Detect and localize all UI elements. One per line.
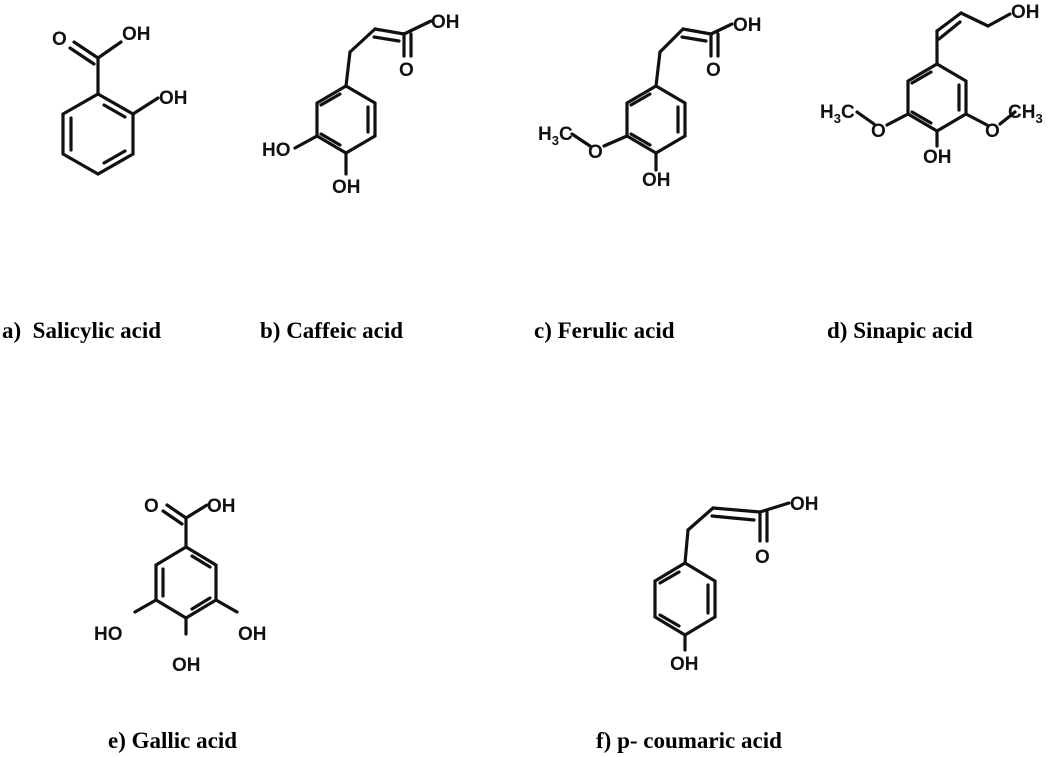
bond bbox=[935, 11, 963, 33]
atom-methyl: H3C bbox=[820, 102, 855, 126]
bond bbox=[653, 561, 717, 637]
bond bbox=[625, 84, 687, 155]
bond bbox=[658, 27, 685, 54]
bond bbox=[570, 132, 592, 148]
molecule-ferulic-acid: OH O O H3C OH bbox=[538, 15, 762, 191]
caption-caffeic-acid: b) Caffeic acid bbox=[260, 318, 404, 343]
bond bbox=[998, 110, 1017, 126]
bond bbox=[959, 11, 990, 28]
bond bbox=[161, 509, 184, 526]
bond bbox=[102, 149, 127, 165]
bond bbox=[348, 27, 377, 54]
bond bbox=[190, 596, 212, 611]
bond bbox=[402, 19, 433, 36]
atom-oxygen: O bbox=[985, 121, 1000, 142]
bond bbox=[711, 506, 762, 514]
bond bbox=[72, 40, 100, 60]
bond bbox=[629, 132, 652, 147]
atom-methyl: H3C bbox=[538, 124, 573, 148]
atom-hydroxyl: OH bbox=[923, 147, 952, 168]
bond bbox=[758, 501, 791, 514]
bond bbox=[165, 503, 188, 520]
bond bbox=[184, 503, 209, 520]
bond bbox=[315, 84, 377, 155]
atom-oxygen: O bbox=[52, 29, 67, 50]
atom-hydroxyl: OH bbox=[790, 494, 819, 515]
atom-hydroxyl: OH bbox=[431, 12, 460, 33]
atom-hydroxyl: OH bbox=[159, 88, 188, 109]
caption-salicylic-acid: a) Salicylic acid bbox=[2, 318, 162, 343]
bond bbox=[710, 514, 756, 522]
bond bbox=[937, 20, 962, 41]
atom-hydroxyl: OH bbox=[642, 170, 671, 191]
bond bbox=[654, 50, 662, 88]
atom-hydroxyl: OH bbox=[172, 655, 201, 676]
atom-hydroxyl: OH bbox=[207, 496, 236, 517]
bond bbox=[373, 27, 406, 36]
molecule-salicylic-acid: O OH OH bbox=[52, 24, 188, 176]
bond bbox=[686, 506, 715, 532]
atom-oxygen: O bbox=[399, 60, 414, 81]
bond bbox=[680, 35, 708, 43]
bond bbox=[293, 134, 319, 150]
atom-oxygen: O bbox=[755, 547, 770, 568]
atom-hydroxyl: HO bbox=[262, 140, 291, 161]
bond bbox=[658, 613, 681, 628]
atom-oxygen: O bbox=[588, 142, 603, 163]
bond bbox=[964, 112, 989, 127]
bond bbox=[344, 50, 352, 88]
bond bbox=[102, 103, 127, 119]
bond bbox=[319, 132, 342, 147]
atom-oxygen: O bbox=[871, 121, 886, 142]
bond bbox=[910, 110, 933, 125]
bond bbox=[986, 12, 1012, 28]
caption-gallic-acid: e) Gallic acid bbox=[108, 728, 238, 753]
bond bbox=[131, 96, 160, 116]
bond bbox=[910, 70, 933, 85]
bond bbox=[68, 46, 96, 66]
bond bbox=[602, 134, 629, 148]
atom-hydroxyl: OH bbox=[1011, 2, 1040, 23]
bond bbox=[629, 92, 652, 107]
molecule-gallic-acid: O OH HO OH OH bbox=[94, 496, 267, 676]
bond bbox=[683, 528, 690, 565]
molecule-sinapic-acid: OH O H3C O CH3 OH bbox=[820, 2, 1043, 168]
bond bbox=[906, 62, 968, 133]
atom-hydroxyl: OH bbox=[670, 654, 699, 675]
molecule-caffeic-acid: OH O HO OH bbox=[262, 12, 460, 198]
bond bbox=[319, 92, 342, 107]
atom-hydroxyl: OH bbox=[733, 15, 762, 36]
atom-oxygen: O bbox=[144, 496, 159, 517]
bond bbox=[658, 570, 681, 585]
bond bbox=[133, 598, 158, 614]
caption-ferulic-acid: c) Ferulic acid bbox=[534, 318, 675, 343]
bond bbox=[154, 545, 218, 620]
bond bbox=[190, 554, 212, 569]
atom-hydroxyl: HO bbox=[94, 624, 123, 645]
bond bbox=[709, 22, 734, 36]
bond bbox=[372, 35, 401, 43]
atom-hydroxyl: OH bbox=[122, 24, 151, 45]
atom-methyl: CH3 bbox=[1008, 102, 1043, 126]
bond bbox=[214, 598, 239, 614]
atom-hydroxyl: OH bbox=[238, 624, 267, 645]
bond bbox=[885, 112, 910, 127]
bond bbox=[61, 92, 135, 176]
atom-oxygen: O bbox=[706, 60, 721, 81]
bond bbox=[96, 40, 123, 60]
bond bbox=[855, 110, 876, 126]
atom-hydroxyl: OH bbox=[332, 177, 361, 198]
caption-sinapic-acid: d) Sinapic acid bbox=[827, 318, 973, 343]
caption-p-coumaric-acid: f) p- coumaric acid bbox=[596, 728, 782, 753]
bond bbox=[681, 27, 713, 36]
molecule-p-coumaric-acid: OH O OH bbox=[653, 494, 819, 675]
